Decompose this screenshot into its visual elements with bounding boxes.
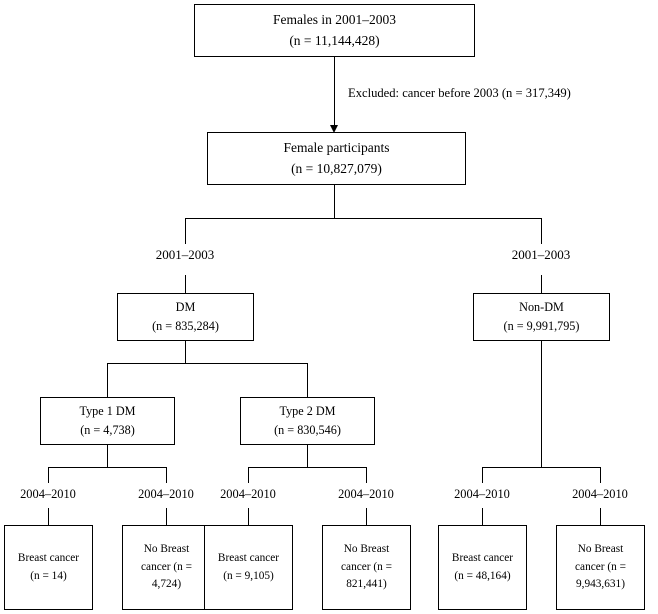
node-line-1: Breast cancer	[217, 552, 280, 564]
connector-bus-to-nondm-nobreast	[600, 467, 601, 483]
period-label-followup-5: 2004–2010	[454, 487, 510, 501]
node-line-1: Breast cancer	[17, 552, 80, 564]
connector-bus-to-t1-nobreast	[166, 467, 167, 483]
connector-bus-to-t2-nobreast	[366, 467, 367, 483]
node-line-3: 4,724)	[151, 578, 182, 591]
connector-nondm-period-to-box	[541, 275, 542, 293]
node-line-2: (n = 9,105)	[223, 569, 274, 582]
connector-bus-to-t1-breast	[48, 467, 49, 483]
node-title: Female participants	[283, 139, 390, 155]
node-title: Type 2 DM	[279, 404, 336, 419]
node-title: Non-DM	[519, 300, 564, 315]
connector-followup-2-to-box	[166, 508, 167, 525]
connector-bus-to-nondm-breast	[482, 467, 483, 483]
connector-type1-down	[107, 445, 108, 467]
node-type2-breast-cancer: Breast cancer (n = 9,105)	[204, 525, 293, 610]
node-count: (n = 9,991,795)	[503, 319, 580, 333]
connector-bus-to-type1	[107, 363, 108, 397]
node-line-2: (n = 48,164)	[454, 569, 511, 582]
node-line-2: (n = 14)	[30, 569, 67, 582]
connector-bus-to-dm-period	[185, 218, 186, 244]
connector-bus-to-t2-breast	[248, 467, 249, 483]
node-type1-no-breast-cancer: No Breast cancer (n = 4,724)	[122, 525, 211, 610]
node-nondm-no-breast-cancer: No Breast cancer (n = 9,943,631)	[556, 525, 645, 610]
node-line-2: cancer (n =	[141, 560, 192, 573]
connector-split-bus-type2-outcomes	[248, 467, 366, 468]
node-line-1: No Breast	[343, 543, 390, 556]
connector-followup-4-to-box	[366, 508, 367, 525]
node-non-dm: Non-DM (n = 9,991,795)	[473, 293, 610, 341]
node-female-participants: Female participants (n = 10,827,079)	[207, 132, 466, 185]
node-type1-breast-cancer: Breast cancer (n = 14)	[4, 525, 93, 610]
connector-followup-6-to-box	[600, 508, 601, 525]
connector-split-bus-type1-outcomes	[48, 467, 166, 468]
node-title: DM	[175, 300, 196, 315]
node-count: (n = 830,546)	[274, 423, 341, 437]
connector-split-bus-dm-types	[107, 363, 307, 364]
period-label-followup-1: 2004–2010	[20, 487, 76, 501]
connector-followup-3-to-box	[248, 508, 249, 525]
period-label-nondm: 2001–2003	[511, 247, 571, 262]
connector-type2-down	[307, 445, 308, 467]
period-label-dm: 2001–2003	[155, 247, 215, 262]
arrowhead-to-participants	[329, 125, 338, 133]
node-type-1-dm: Type 1 DM (n = 4,738)	[40, 397, 175, 445]
node-line-1: No Breast	[143, 543, 190, 556]
node-line-1: Breast cancer	[451, 552, 514, 564]
connector-dm-period-to-box	[185, 275, 186, 293]
node-dm: DM (n = 835,284)	[117, 293, 254, 341]
annotation-excluded: Excluded: cancer before 2003 (n = 317,34…	[348, 86, 571, 100]
node-type-2-dm: Type 2 DM (n = 830,546)	[240, 397, 375, 445]
node-line-1: No Breast	[577, 543, 624, 556]
connector-nondm-down	[541, 341, 542, 467]
connector-bus-to-type2	[307, 363, 308, 397]
node-females-2001-2003: Females in 2001–2003 (n = 11,144,428)	[194, 4, 475, 57]
node-line-3: 821,441)	[346, 578, 387, 591]
connector-followup-1-to-box	[48, 508, 49, 525]
connector-split-bus-level2	[185, 218, 541, 219]
connector-participants-down	[334, 185, 335, 218]
node-type2-no-breast-cancer: No Breast cancer (n = 821,441)	[322, 525, 411, 610]
connector-bus-to-nondm-period	[541, 218, 542, 244]
period-label-followup-4: 2004–2010	[338, 487, 394, 501]
node-count: (n = 10,827,079)	[291, 160, 382, 176]
node-nondm-breast-cancer: Breast cancer (n = 48,164)	[438, 525, 527, 610]
node-line-3: 9,943,631)	[576, 578, 625, 591]
connector-dm-down	[185, 341, 186, 363]
connector-root-to-participants	[334, 57, 335, 129]
node-count: (n = 835,284)	[152, 319, 219, 333]
period-label-followup-6: 2004–2010	[572, 487, 628, 501]
node-line-2: cancer (n =	[575, 560, 626, 573]
period-label-followup-3: 2004–2010	[220, 487, 276, 501]
node-count: (n = 11,144,428)	[289, 32, 380, 48]
connector-split-bus-nondm-outcomes	[482, 467, 600, 468]
node-line-2: cancer (n =	[341, 560, 392, 573]
node-title: Type 1 DM	[79, 404, 136, 419]
node-title: Females in 2001–2003	[273, 11, 396, 27]
node-count: (n = 4,738)	[80, 423, 135, 437]
period-label-followup-2: 2004–2010	[138, 487, 194, 501]
connector-followup-5-to-box	[482, 508, 483, 525]
